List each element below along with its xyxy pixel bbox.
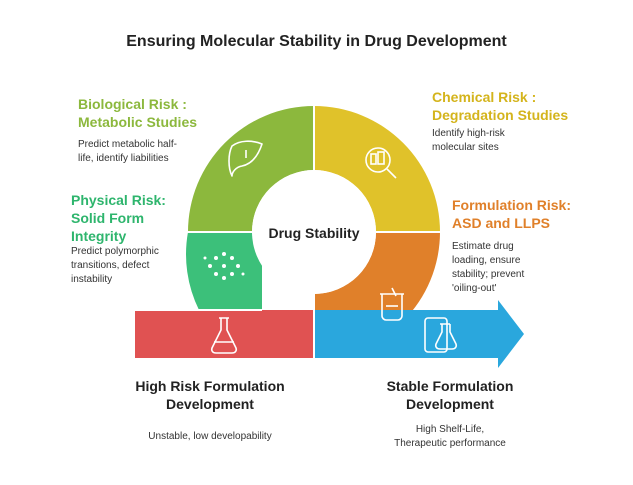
formulation-heading-line1: Formulation Risk: bbox=[452, 197, 572, 213]
biological-desc: Predict metabolic half- life, identify l… bbox=[78, 138, 177, 166]
stable-heading: Stable Formulation Development bbox=[330, 377, 570, 413]
formulation-heading: Formulation Risk: ASD and LLPS bbox=[452, 196, 571, 232]
chemical-desc-line2: molecular sites bbox=[432, 142, 499, 153]
formulation-desc: Estimate drug loading, ensure stability;… bbox=[452, 240, 524, 296]
formulation-heading-line2: ASD and LLPS bbox=[452, 215, 551, 231]
physical-desc-line2: transitions, defect bbox=[71, 260, 150, 271]
chemical-desc: Identify high-risk molecular sites bbox=[432, 127, 505, 155]
chemical-heading-line1: Chemical Risk : bbox=[432, 89, 537, 105]
chemical-heading: Chemical Risk : Degradation Studies bbox=[432, 88, 568, 124]
tablet-flask-icon bbox=[424, 317, 458, 353]
stable-heading-line1: Stable Formulation bbox=[386, 378, 514, 394]
physical-heading-line3: Integrity bbox=[71, 228, 127, 244]
beaker-icon bbox=[380, 287, 404, 321]
biological-desc-line1: Predict metabolic half- bbox=[78, 139, 177, 150]
formulation-desc-line3: stability; prevent bbox=[452, 269, 525, 280]
stable-arrow bbox=[314, 300, 524, 368]
biological-heading-line1: Biological Risk : bbox=[78, 96, 187, 112]
physical-desc-line3: instability bbox=[71, 274, 113, 285]
physical-heading-line1: Physical Risk: bbox=[71, 192, 166, 208]
chemical-desc-line1: Identify high-risk bbox=[432, 128, 505, 139]
stable-desc-line1: High Shelf-Life, bbox=[415, 424, 485, 435]
physical-heading: Physical Risk: Solid Form Integrity bbox=[71, 191, 166, 245]
particles-icon bbox=[203, 252, 245, 280]
stable-desc: High Shelf-Life, Therapeutic performance bbox=[330, 423, 570, 451]
physical-segment bbox=[186, 232, 262, 310]
formulation-desc-line1: Estimate drug bbox=[452, 241, 514, 252]
biological-segment bbox=[188, 106, 314, 232]
liver-icon bbox=[228, 140, 263, 177]
high-risk-heading-line1: High Risk Formulation bbox=[135, 378, 285, 394]
center-label: Drug Stability bbox=[268, 225, 360, 241]
biological-heading-line2: Metabolic Studies bbox=[78, 114, 198, 130]
high-risk-heading-line2: Development bbox=[166, 396, 254, 412]
physical-desc: Predict polymorphic transitions, defect … bbox=[71, 245, 159, 287]
high-risk-desc: Unstable, low developability bbox=[90, 430, 330, 444]
high-risk-desc-line1: Unstable, low developability bbox=[148, 431, 272, 442]
stable-desc-line2: Therapeutic performance bbox=[394, 438, 506, 449]
biological-desc-line2: life, identify liabilities bbox=[78, 153, 169, 164]
formulation-desc-line2: loading, ensure bbox=[452, 255, 521, 266]
physical-desc-line1: Predict polymorphic bbox=[71, 246, 159, 257]
page-title: Ensuring Molecular Stability in Drug Dev… bbox=[126, 33, 507, 50]
chemical-heading-line2: Degradation Studies bbox=[432, 107, 569, 123]
physical-heading-line2: Solid Form bbox=[71, 210, 145, 226]
high-risk-heading: High Risk Formulation Development bbox=[90, 377, 330, 413]
chemical-segment bbox=[314, 106, 440, 232]
flask-icon bbox=[210, 317, 238, 354]
biological-heading: Biological Risk : Metabolic Studies bbox=[78, 95, 197, 131]
formulation-desc-line4: 'oiling-out' bbox=[452, 283, 497, 294]
stable-heading-line2: Development bbox=[406, 396, 494, 412]
magnifier-molecule-icon bbox=[365, 147, 397, 179]
